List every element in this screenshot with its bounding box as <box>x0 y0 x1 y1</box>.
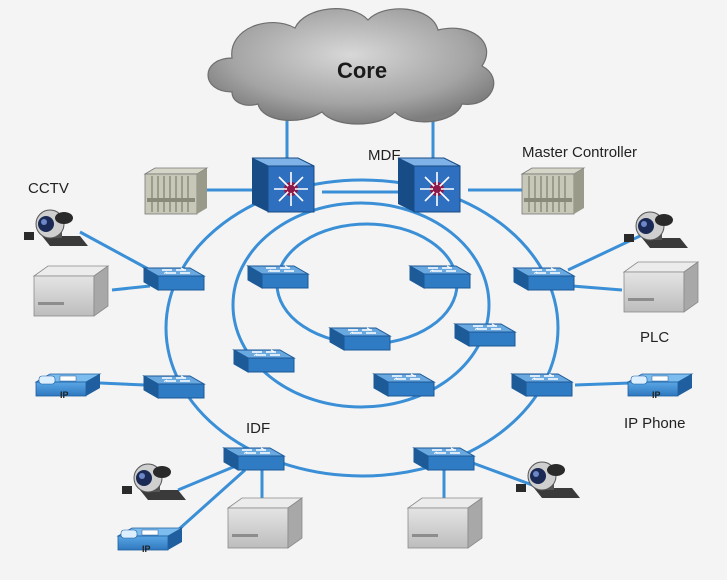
cctv-camera-right <box>623 211 689 249</box>
switch-outer-mid-right <box>511 373 573 397</box>
switch-outer-top-left <box>143 267 205 291</box>
link-cctv-left <box>79 230 151 272</box>
link-phone-right <box>574 381 631 387</box>
switch-outer-top-right <box>513 267 575 291</box>
pc-box-left <box>33 265 109 317</box>
link-pc-left <box>111 284 151 292</box>
link-phone-left <box>99 381 146 387</box>
controller-rack-right <box>521 167 585 215</box>
mdf-label: MDF <box>368 147 401 164</box>
pc-box-bottom-left <box>227 497 303 549</box>
link-cam-br <box>469 460 536 488</box>
cctv-label: CCTV <box>28 180 69 197</box>
plc-label: PLC <box>640 329 669 346</box>
middle-ring <box>231 201 491 409</box>
ip-badge-bottom-left: IP <box>142 544 151 554</box>
ip-badge-right: IP <box>652 390 661 400</box>
switch-outer-bottom-right <box>413 447 475 471</box>
plc-box <box>623 261 699 313</box>
pc-box-bottom-right <box>407 497 483 549</box>
switch-outer-bottom-left <box>223 447 285 471</box>
core-label: Core <box>337 58 387 83</box>
idf-label: IDF <box>246 420 270 437</box>
switch-outer-mid-left <box>143 375 205 399</box>
cctv-camera-left <box>23 209 89 247</box>
switch-inner-center <box>329 327 391 351</box>
switch-inner-bottom <box>373 373 435 397</box>
controller-rack-left <box>144 167 208 215</box>
ip-phone-label: IP Phone <box>624 415 685 432</box>
master-controller-label: Master Controller <box>522 144 637 161</box>
outer-ring <box>164 178 560 478</box>
link-cam-bl <box>177 463 239 492</box>
link-phone-bl <box>176 468 247 532</box>
cctv-camera-bottom-right <box>515 461 581 499</box>
network-links <box>79 112 641 532</box>
switch-mid-left <box>233 349 295 373</box>
switch-mid-right <box>454 323 516 347</box>
ip-badge-left: IP <box>60 390 69 400</box>
cctv-camera-bottom-left <box>121 463 187 501</box>
core-switch-right <box>397 157 461 213</box>
switch-mid-top-left <box>247 265 309 289</box>
access-switches <box>143 265 575 471</box>
core-switch-left <box>251 157 315 213</box>
core-cloud: Core <box>207 8 495 125</box>
switch-mid-top-right <box>409 265 471 289</box>
link-plc-right <box>571 284 623 292</box>
